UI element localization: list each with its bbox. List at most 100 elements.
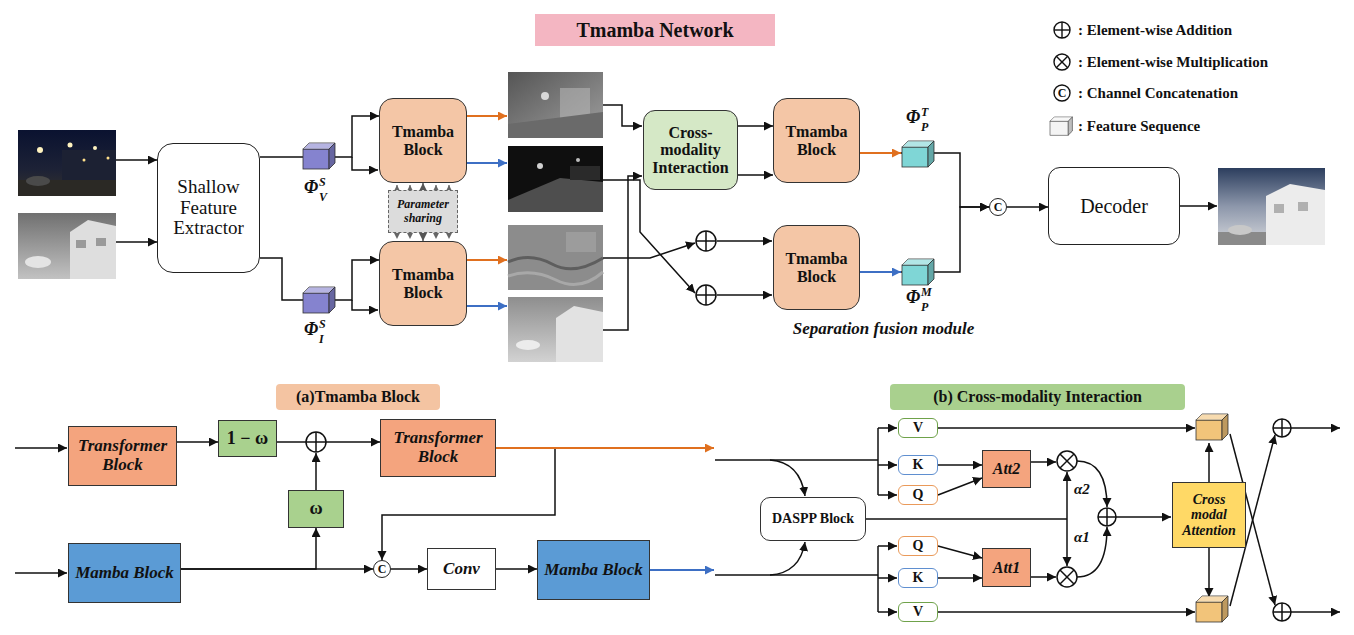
- index-label: C: [1058, 87, 1067, 99]
- connector: [391, 568, 427, 570]
- feature-map: [508, 297, 603, 362]
- key-box: K: [898, 568, 938, 588]
- symbol-label: Φ: [304, 320, 318, 338]
- value-box: V: [898, 418, 938, 438]
- connector: [738, 125, 773, 127]
- connector: [277, 441, 380, 443]
- branch-outputs: [467, 116, 507, 306]
- label-anchor: α1: [1074, 530, 1090, 545]
- output-arrow: [1180, 205, 1217, 207]
- fusion-module: Separation fusion moduleTmamba BlockTmam…: [750, 50, 1017, 345]
- box-label: Cross-modality Interaction: [648, 124, 733, 177]
- input-arrow: [116, 241, 157, 243]
- input-arrow: [116, 159, 157, 161]
- connector: [938, 478, 982, 495]
- symbol-label: Φ: [304, 178, 318, 196]
- box-label: Att1: [993, 559, 1021, 577]
- legend-entry: : Channel Concatenation: [1078, 84, 1238, 102]
- branch-output: [860, 152, 901, 154]
- panel-heading: (b) Cross-modality Interaction: [890, 384, 1185, 410]
- wires: [715, 428, 1340, 612]
- index-label: P: [921, 121, 928, 133]
- attention-box: Att1: [982, 548, 1031, 587]
- symbol-label: Φ: [906, 288, 920, 306]
- box-label: Decoder: [1080, 195, 1148, 217]
- box-label: Tmamba Block: [384, 266, 462, 301]
- process-box: Shallow Feature Extractor: [157, 143, 260, 273]
- box-label: Mamba Block: [75, 564, 174, 583]
- box-label: 1 − ω: [227, 429, 268, 449]
- index-label: V: [319, 191, 327, 203]
- box-label: DASPP Block: [772, 511, 854, 526]
- legend-text: : Feature Sequence: [1078, 117, 1200, 135]
- box-label: K: [913, 571, 924, 585]
- label-anchor: S: [319, 318, 326, 330]
- feature-cube: [303, 287, 335, 313]
- label-anchor: Φ: [304, 320, 318, 338]
- label-anchor: P: [921, 301, 928, 313]
- box-label: Tmamba Block: [778, 250, 855, 285]
- connector: [938, 464, 982, 466]
- feature-map: [508, 72, 603, 138]
- branch-output: [860, 271, 901, 273]
- connector: [938, 577, 982, 579]
- box-label: Q: [913, 539, 924, 553]
- box-label: Parameter sharing: [393, 198, 453, 224]
- index-label: S: [319, 318, 326, 330]
- concat-circle: C: [989, 198, 1007, 216]
- title-box: Tmamba Network: [535, 14, 775, 46]
- symbol-label: Φ: [906, 108, 920, 126]
- label-anchor: T: [921, 106, 928, 118]
- label-anchor: S: [319, 176, 326, 188]
- box-label: Shallow Feature Extractor: [162, 177, 255, 240]
- legend-text: : Element-wise Multiplication: [1078, 53, 1268, 71]
- mamba-block: Mamba Block: [68, 543, 181, 603]
- connector: [181, 528, 316, 569]
- connector: [181, 568, 373, 570]
- concat-circle: C: [373, 560, 391, 578]
- branch-output: [650, 569, 714, 571]
- label-anchor: Φ: [906, 108, 920, 126]
- box-label: Mamba Block: [544, 561, 643, 580]
- box-label: Transformer Block: [385, 429, 491, 466]
- index-label: M: [921, 286, 932, 298]
- add-symbol: [306, 432, 326, 452]
- label-anchor: P: [921, 121, 928, 133]
- label-anchor: I: [319, 333, 324, 345]
- connector: [177, 441, 218, 443]
- panel-heading: Separation fusion module: [793, 320, 974, 339]
- weight-box: 1 − ω: [218, 420, 277, 457]
- connector: [938, 546, 982, 558]
- tmamba-block: Tmamba Block: [379, 98, 467, 183]
- wires: [603, 105, 772, 330]
- legend-text: : Element-wise Addition: [1078, 21, 1232, 39]
- feature-map: [508, 225, 603, 290]
- box-label: Att2: [993, 460, 1021, 478]
- box-label: ω: [309, 499, 322, 519]
- box-label: Conv: [443, 560, 480, 579]
- detail-panel: (b) Cross-modality InteractionV K Q Att2DAS…: [730, 378, 1348, 632]
- title-text: Tmamba Network: [576, 19, 733, 41]
- box-label: Cross modal Attention: [1177, 492, 1241, 538]
- conv-box: Conv: [427, 548, 496, 590]
- box-label: V: [913, 421, 923, 435]
- legend-entry: : Feature Sequence: [1078, 117, 1200, 135]
- symbol-label: α2: [1074, 482, 1090, 497]
- box-label: Transformer Block: [73, 437, 172, 474]
- box-label: K: [913, 458, 924, 472]
- feature-map: [508, 146, 603, 212]
- label-anchor: α2: [1074, 482, 1090, 497]
- label-anchor: M: [921, 286, 932, 298]
- detail-panel: (a)Tmamba BlockTransformer Block1 − ωTra…: [5, 378, 698, 632]
- infrared-image: [18, 213, 116, 279]
- index-label: S: [319, 176, 326, 188]
- feature-cube: [1196, 596, 1228, 622]
- connector: [1007, 206, 1048, 208]
- label-anchor: Φ: [906, 288, 920, 306]
- box-label: C: [994, 201, 1003, 213]
- connector: [496, 568, 537, 570]
- branch-output: [496, 447, 714, 449]
- decoder-box: Decoder: [1048, 167, 1180, 245]
- box-label: Tmamba Block: [778, 123, 855, 158]
- transformer-block: Transformer Block: [68, 426, 177, 486]
